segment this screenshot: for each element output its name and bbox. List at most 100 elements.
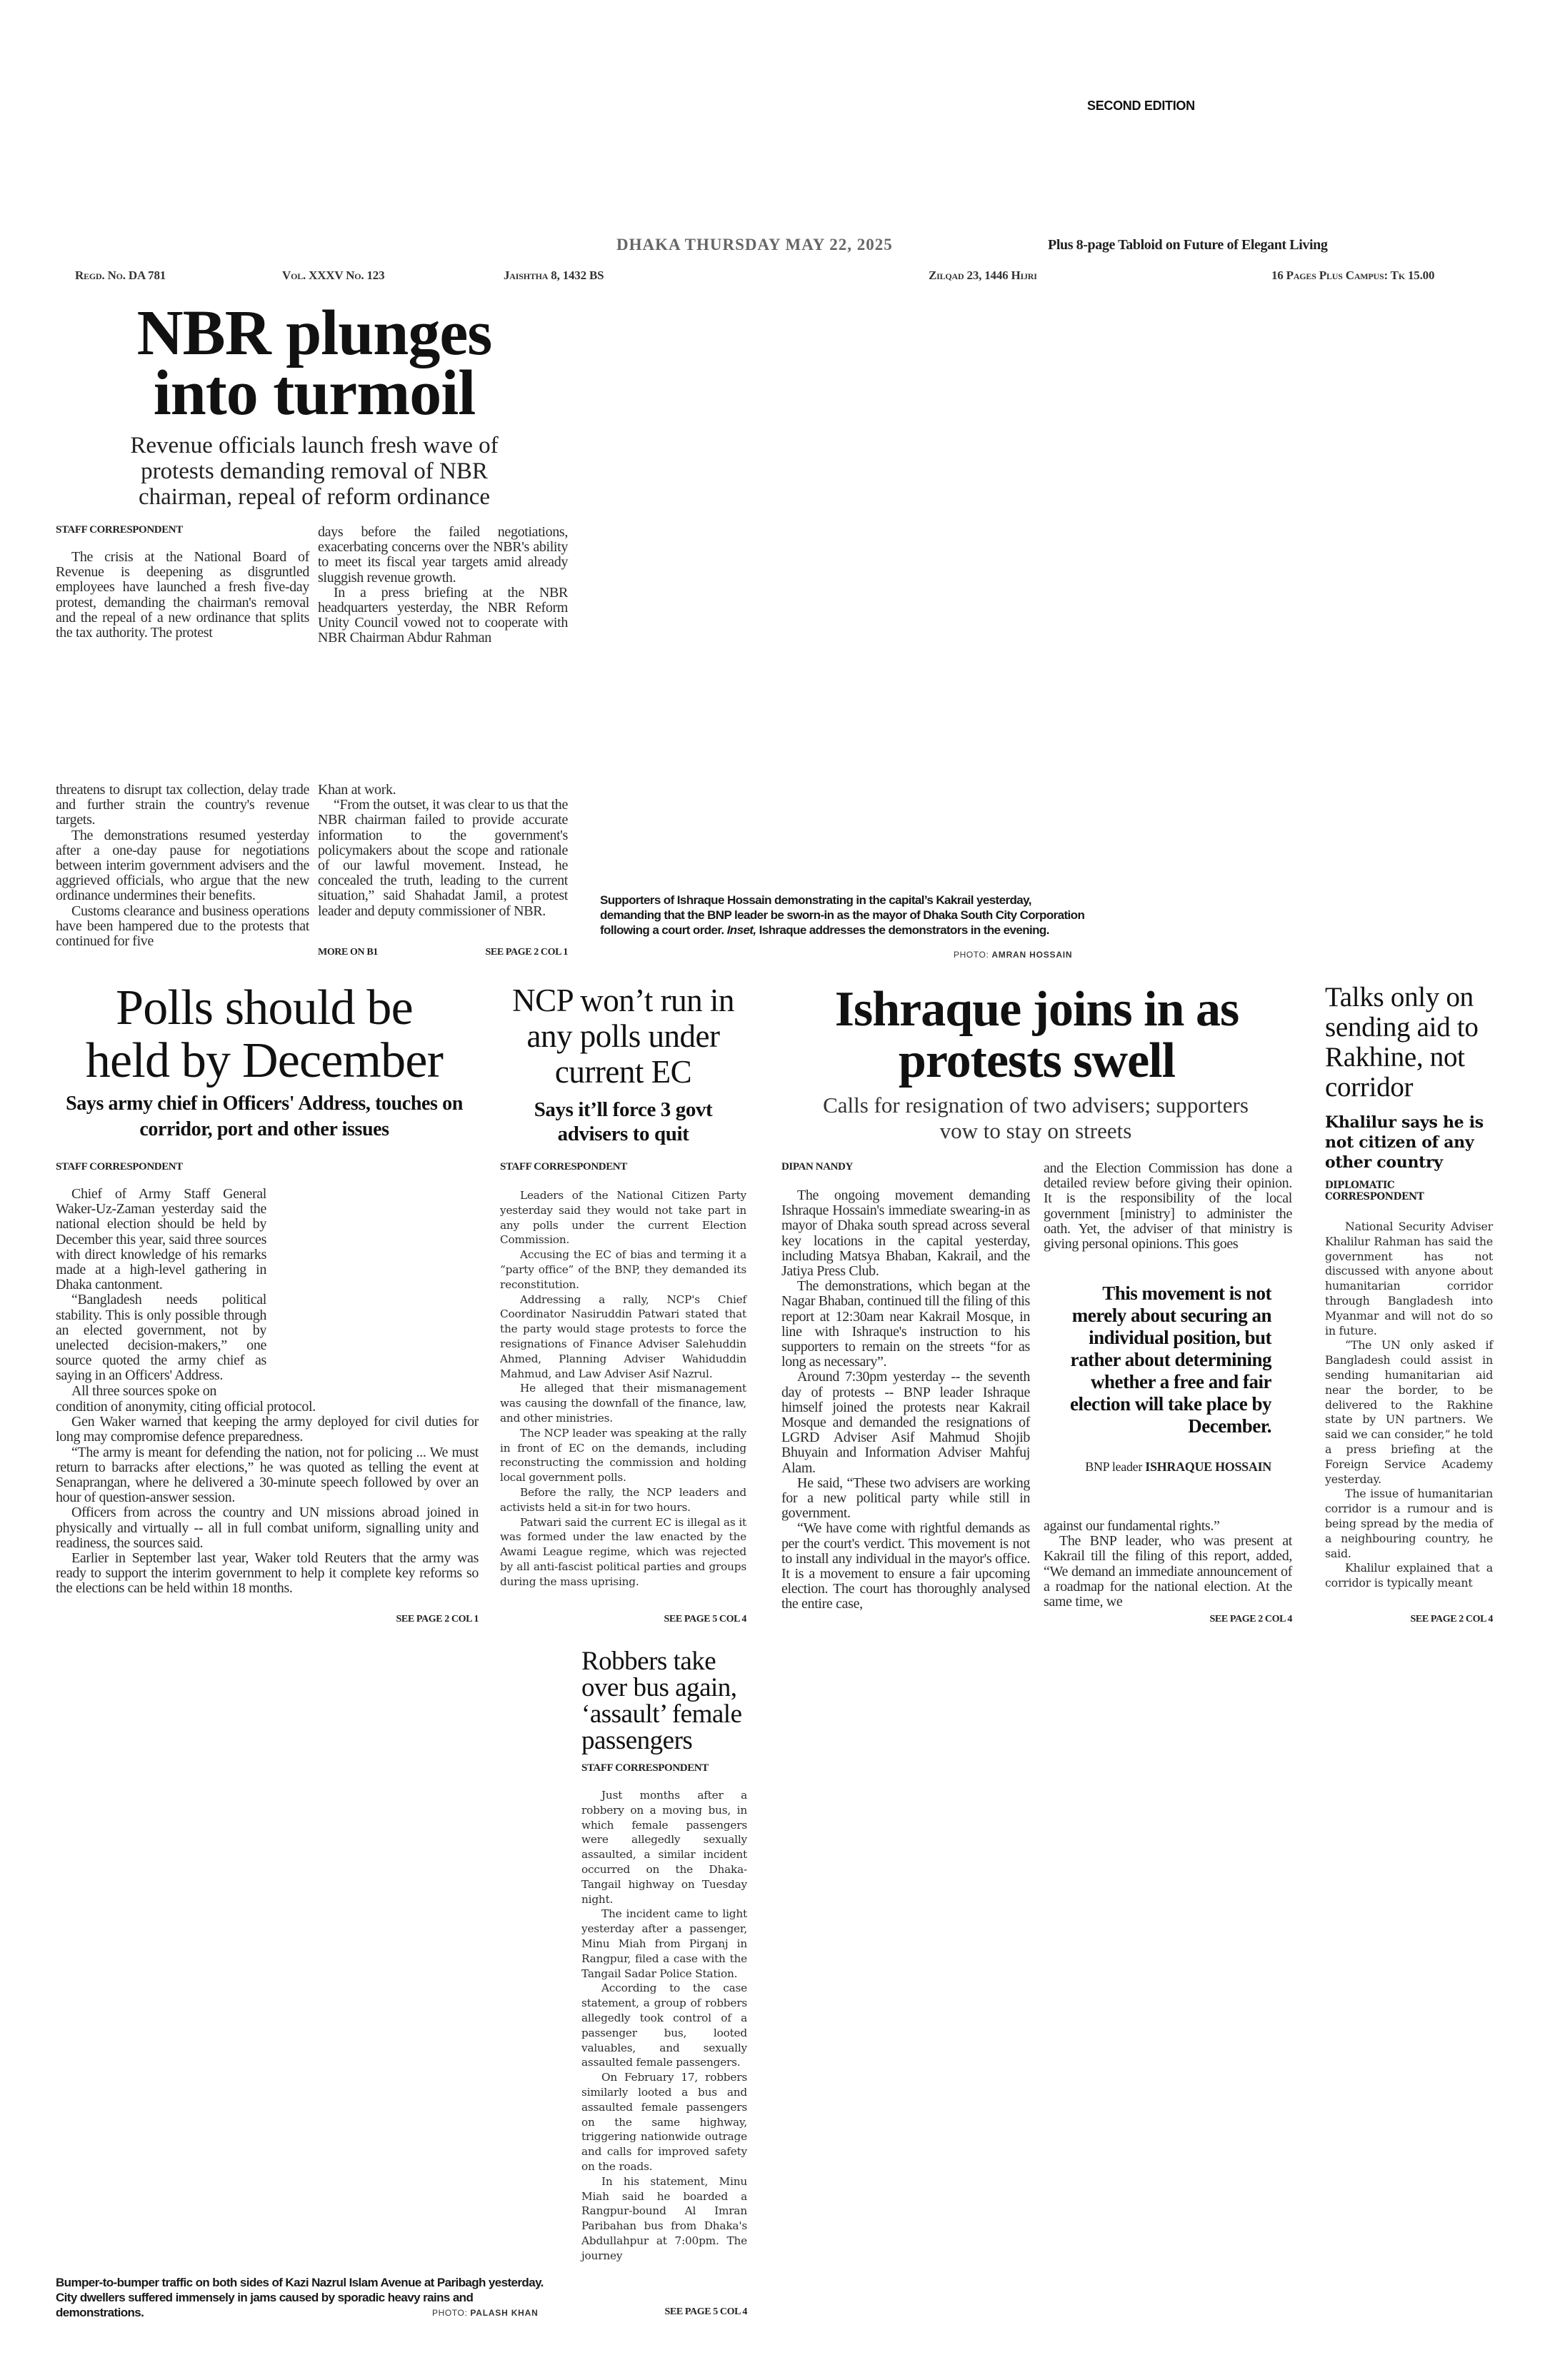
paragraph: and the Election Commission has done a d… — [1044, 1160, 1292, 1252]
paragraph: The NCP leader was speaking at the rally… — [500, 1426, 746, 1485]
paragraph: Gen Waker warned that keeping the army d… — [56, 1414, 479, 1445]
polls-headline: Polls should be held by December — [50, 982, 479, 1088]
robbers-byline: STAFF CORRESPONDENT — [581, 1762, 709, 1774]
nbr-more-link[interactable]: MORE ON B1 — [318, 947, 378, 958]
nbr-text-bottom-col2: Khan at work.“From the outset, it was cl… — [318, 782, 568, 919]
paragraph: According to the case statement, a group… — [581, 1982, 747, 2069]
credit-name: PALASH KHAN — [470, 2308, 539, 2318]
robbers-text: Just months after a robbery on a moving … — [581, 1788, 747, 2264]
polls-text-wide: condition of anonymity, citing official … — [56, 1399, 479, 1597]
paragraph: against our fundamental rights.” — [1044, 1518, 1220, 1534]
paragraph: Khalilur explained that a corridor is ty… — [1325, 1561, 1493, 1590]
paragraph: Customs clearance and business operation… — [56, 903, 309, 950]
credit-label: PHOTO: — [954, 950, 989, 960]
ishraque-subhead: Calls for resignation of two advisers; s… — [823, 1093, 1249, 1143]
ishraque-text-col1: The ongoing movement demanding Ishraque … — [781, 1188, 1030, 1612]
nbr-headline-line-1: NBR plunges — [136, 298, 493, 368]
top-photo-credit: PHOTO: AMRAN HOSSAIN — [954, 950, 1072, 960]
paragraph: The incident came to light yesterday aft… — [581, 1907, 747, 1980]
paragraph: Addressing a rally, NCP's Chief Coordina… — [500, 1292, 746, 1380]
paragraph: National Security Adviser Khalilur Rahma… — [1325, 1220, 1493, 1337]
ncp-byline: STAFF CORRESPONDENT — [500, 1161, 627, 1173]
attribution-name: ISHRAQUE HOSSAIN — [1145, 1460, 1271, 1474]
robbers-headline: Robbers take over bus again, ‘assault’ f… — [581, 1647, 742, 1755]
paragraph: Around 7:30pm yesterday -- the seventh d… — [781, 1369, 1030, 1476]
nbr-text-bottom-col1: threatens to disrupt tax collection, del… — [56, 782, 309, 950]
paragraph: condition of anonymity, citing official … — [56, 1399, 316, 1415]
paragraph: “The UN only asked if Bangladesh could a… — [1325, 1338, 1493, 1486]
talks-text: National Security Adviser Khalilur Rahma… — [1325, 1220, 1493, 1591]
polls-jump-link[interactable]: SEE PAGE 2 COL 1 — [396, 1614, 479, 1625]
paragraph: “The army is meant for defending the nat… — [56, 1444, 479, 1506]
nbr-text-top-col2: days before the failed negotiations, exa… — [318, 524, 568, 646]
paragraph: He alleged that their mismanagement was … — [500, 1382, 746, 1425]
paragraph: The demonstrations resumed yesterday aft… — [56, 827, 309, 904]
paragraph: Earlier in September last year, Waker to… — [56, 1550, 479, 1597]
polls-headline-line-2: held by December — [85, 1033, 444, 1088]
attribution-prefix: BNP leader — [1085, 1460, 1143, 1474]
talks-jump-link[interactable]: SEE PAGE 2 COL 4 — [1410, 1614, 1494, 1625]
paragraph: All three sources spoke on — [71, 1382, 217, 1399]
volume-number: Vol. XXXV No. 123 — [282, 268, 385, 282]
paragraph: He said, “These two advisers are working… — [781, 1475, 1030, 1522]
robbers-jump-link[interactable]: SEE PAGE 5 COL 4 — [664, 2306, 748, 2317]
paragraph: Officers from across the country and UN … — [56, 1505, 479, 1551]
caption-text: Supporters of Ishraque Hossain demonstra… — [600, 893, 1085, 937]
ncp-subhead: Says it’ll force 3 govt advisers to quit — [534, 1098, 713, 1145]
polls-byline: STAFF CORRESPONDENT — [56, 1161, 183, 1173]
talks-headline: Talks only on sending aid to Rakhine, no… — [1325, 982, 1479, 1103]
ishraque-headline: Ishraque joins in as protests swell — [834, 982, 1239, 1088]
paragraph: Patwari said the current EC is illegal a… — [500, 1515, 746, 1588]
paragraph: Leaders of the National Citizen Party ye… — [500, 1189, 746, 1247]
credit-name: AMRAN HOSSAIN — [991, 950, 1073, 960]
paragraph: Just months after a robbery on a moving … — [581, 1789, 747, 1906]
paragraph: “Bangladesh needs political stability. T… — [56, 1292, 266, 1384]
credit-label: PHOTO: — [432, 2308, 468, 2318]
pull-quote-attribution: BNP leader ISHRAQUE HOSSAIN — [1057, 1460, 1271, 1475]
nbr-text-top-col1: The crisis at the National Board of Reve… — [56, 549, 309, 641]
nbr-headline-line-2: into turmoil — [153, 358, 476, 428]
paragraph: In his statement, Minu Miah said he boar… — [581, 2174, 747, 2262]
paragraph: threatens to disrupt tax collection, del… — [56, 782, 309, 828]
caption-text-2: Ishraque addresses the demonstrators in … — [759, 923, 1050, 937]
caption-inset: Inset, — [726, 923, 756, 937]
nbr-jump-link[interactable]: SEE PAGE 2 COL 1 — [485, 947, 569, 958]
talks-byline: DIPLOMATIC CORRESPONDENT — [1325, 1180, 1424, 1202]
paragraph: “We have come with rightful demands as p… — [781, 1520, 1030, 1612]
talks-subhead: Khalilur says he is not citizen of any o… — [1325, 1113, 1484, 1172]
paragraph: Accusing the EC of bias and terming it a… — [500, 1248, 746, 1291]
paragraph: The BNP leader, who was present at Kakra… — [1044, 1533, 1292, 1610]
paragraph: Chief of Army Staff General Waker-Uz-Zam… — [56, 1186, 266, 1293]
pages-price: 16 Pages Plus Campus: Tk 15.00 — [1271, 268, 1435, 282]
dateline: DHAKA THURSDAY MAY 22, 2025 — [616, 236, 893, 253]
paragraph: The issue of humanitarian corridor is a … — [1325, 1487, 1493, 1560]
nbr-subhead: Revenue officials launch fresh wave of p… — [130, 433, 499, 510]
bottom-photo-caption: Bumper-to-bumper traffic on both sides o… — [56, 2276, 544, 2319]
nbr-headline: NBR plunges into turmoil — [64, 298, 564, 428]
ncp-jump-link[interactable]: SEE PAGE 5 COL 4 — [664, 1614, 747, 1625]
paragraph: On February 17, robbers similarly looted… — [581, 2071, 747, 2173]
paragraph: In a press briefing at the NBR headquart… — [318, 584, 568, 646]
ncp-text: Leaders of the National Citizen Party ye… — [500, 1188, 746, 1590]
paragraph: “From the outset, it was clear to us tha… — [318, 797, 568, 919]
polls-text-narrow: Chief of Army Staff General Waker-Uz-Zam… — [56, 1186, 266, 1399]
nbr-byline: STAFF CORRESPONDENT — [56, 524, 183, 536]
paragraph: The crisis at the National Board of Reve… — [56, 549, 309, 641]
edition-label: SECOND EDITION — [1087, 99, 1195, 113]
polls-headline-line-1: Polls should be — [116, 980, 414, 1035]
paragraph: days before the failed negotiations, exa… — [318, 524, 568, 586]
hijri-date: Zilqad 23, 1446 Hijri — [929, 268, 1037, 282]
pull-quote: This movement is not merely about securi… — [1070, 1282, 1271, 1437]
polls-subhead: Says army chief in Officers' Address, to… — [66, 1093, 463, 1140]
ncp-headline: NCP won’t run in any polls under current… — [512, 983, 734, 1090]
paragraph: Before the rally, the NCP leaders and ac… — [500, 1485, 746, 1514]
paragraph: The demonstrations, which began at the N… — [781, 1278, 1030, 1370]
bottom-photo-credit: PHOTO: PALASH KHAN — [432, 2308, 539, 2318]
paragraph: Khan at work. — [318, 782, 396, 798]
ishraque-byline: DIPAN NANDY — [781, 1161, 853, 1173]
ishraque-jump-link[interactable]: SEE PAGE 2 COL 4 — [1209, 1614, 1293, 1625]
ishraque-text-col2-top: and the Election Commission has done a d… — [1044, 1160, 1292, 1252]
registration-number: Regd. No. DA 781 — [75, 268, 166, 282]
bangla-date: Jaishtha 8, 1432 BS — [504, 268, 604, 282]
top-photo-caption: Supporters of Ishraque Hossain demonstra… — [600, 893, 1093, 938]
